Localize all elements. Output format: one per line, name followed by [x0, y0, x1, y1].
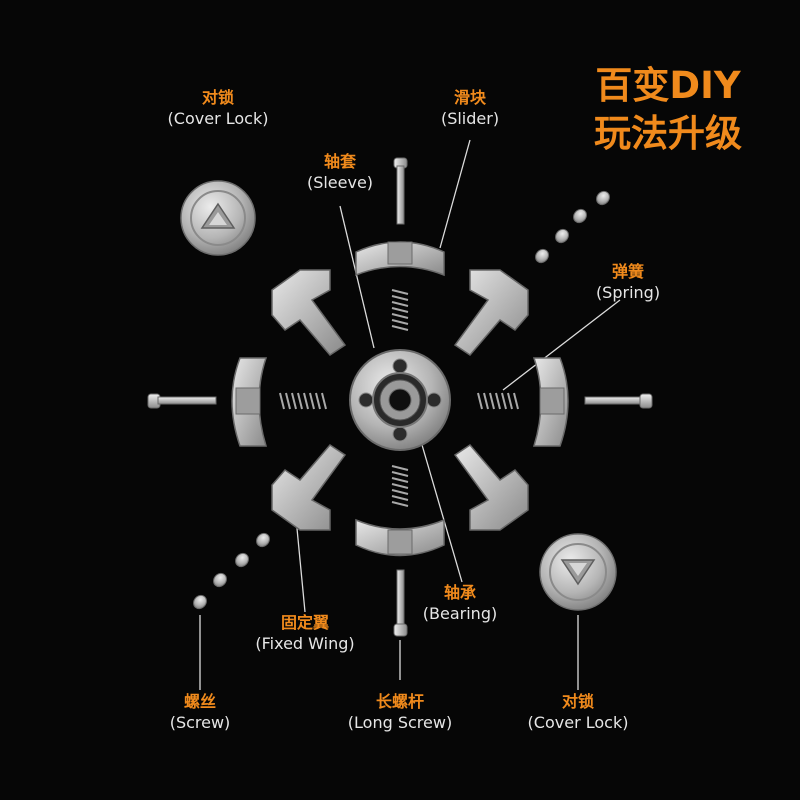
label-screw-en: (Screw) — [169, 712, 231, 732]
long-screw-bottom-part — [393, 569, 408, 637]
label-sleeve-en: (Sleeve) — [306, 172, 374, 192]
headline-line2: 玩法升级 — [594, 112, 742, 156]
spring-right — [477, 392, 519, 410]
cover-lock-bottom-part — [539, 533, 617, 611]
label-fixed-wing: 固定翼 (Fixed Wing) — [255, 613, 354, 655]
long-screw-top-part — [393, 157, 408, 225]
cover-lock-top-part — [180, 180, 256, 256]
slider-right-part — [532, 357, 569, 447]
label-spring-zh: 弹簧 — [611, 262, 644, 281]
label-long-screw-en: (Long Screw) — [347, 712, 453, 732]
leader-bearing — [419, 437, 463, 583]
label-bearing-zh: 轴承 — [443, 583, 476, 602]
headline: 百变DIY 玩法升级 — [583, 62, 753, 158]
label-screw: 螺丝 (Screw) — [170, 692, 231, 734]
label-slider: 滑块 (Slider) — [441, 88, 499, 130]
label-cover-lock-top-en: (Cover Lock) — [167, 108, 269, 128]
label-cover-lock-bottom: 对锁 (Cover Lock) — [528, 692, 629, 734]
fixed-wing-top-left — [271, 269, 347, 356]
center-hub-bearing — [349, 349, 451, 451]
label-fixed-wing-zh: 固定翼 — [280, 613, 329, 632]
fixed-wing-bottom-right — [453, 444, 529, 531]
slider-bottom-part — [355, 518, 445, 557]
spring-left — [279, 392, 327, 410]
fixed-wing-top-right — [453, 269, 529, 356]
slider-left-part — [231, 357, 268, 447]
long-screw-right-part — [584, 393, 653, 409]
label-fixed-wing-en: (Fixed Wing) — [255, 633, 355, 653]
spring-top — [391, 289, 409, 331]
leader-spring — [502, 299, 621, 391]
label-spring-en: (Spring) — [595, 282, 661, 302]
headline-line1: 百变DIY — [595, 64, 741, 107]
label-spring: 弹簧 (Spring) — [596, 262, 660, 304]
label-bearing-en: (Bearing) — [422, 603, 498, 623]
label-sleeve: 轴套 (Sleeve) — [307, 152, 373, 194]
leader-slider — [439, 139, 471, 249]
label-long-screw-zh: 长螺杆 — [375, 692, 424, 711]
screws-top-right — [535, 190, 610, 264]
leader-sleeve — [339, 205, 375, 349]
leader-fixed-wing — [295, 517, 306, 613]
label-screw-zh: 螺丝 — [183, 692, 216, 711]
fixed-wing-bottom-left — [271, 444, 347, 531]
label-slider-en: (Slider) — [440, 108, 500, 128]
label-cover-lock-top: 对锁 (Cover Lock) — [168, 88, 269, 130]
label-slider-zh: 滑块 — [453, 88, 487, 107]
label-cover-lock-top-zh: 对锁 — [201, 88, 234, 107]
slider-top-part — [355, 241, 445, 277]
screws-bottom-left — [193, 532, 270, 610]
label-cover-lock-bottom-zh: 对锁 — [561, 692, 594, 711]
label-sleeve-zh: 轴套 — [323, 152, 356, 171]
leader-lines — [199, 139, 621, 690]
label-bearing: 轴承 (Bearing) — [423, 583, 497, 625]
long-screw-left-part — [147, 393, 217, 409]
label-long-screw: 长螺杆 (Long Screw) — [348, 692, 452, 734]
label-cover-lock-bottom-en: (Cover Lock) — [527, 712, 629, 732]
spring-bottom — [391, 465, 409, 507]
